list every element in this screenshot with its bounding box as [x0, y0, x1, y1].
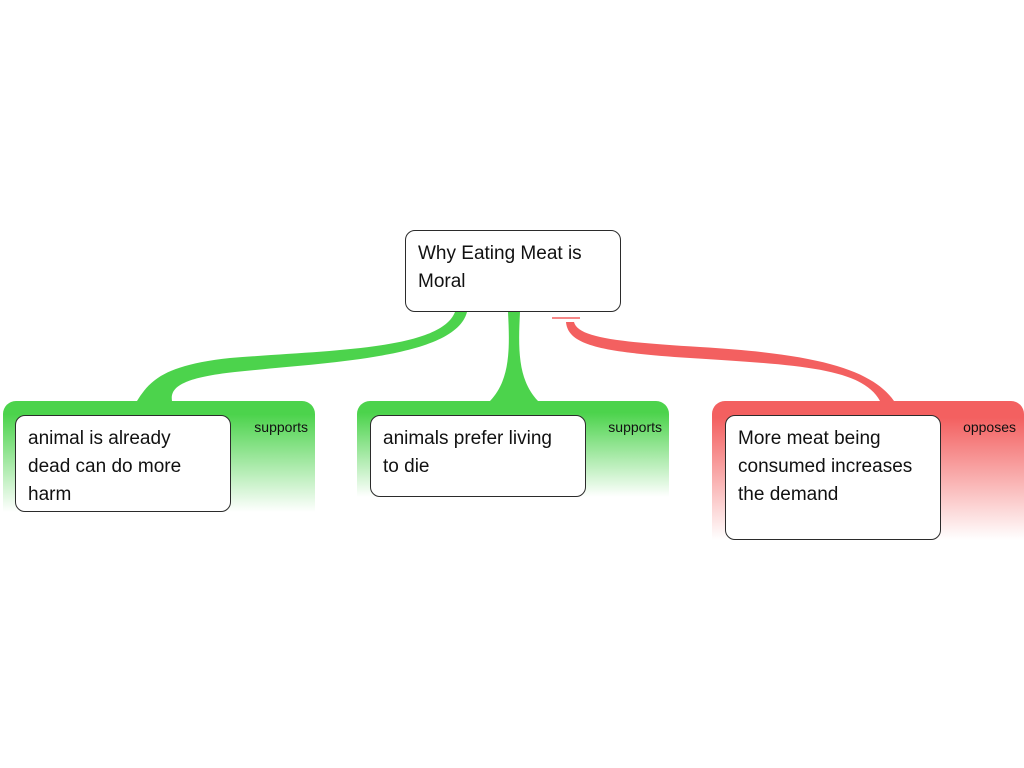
reason-1-node[interactable]: animal is already dead can do more harm [15, 415, 231, 512]
reason-2-node[interactable]: animals prefer living to die [370, 415, 586, 497]
connector-reason-3 [566, 322, 894, 401]
relation-label-reason-2: supports [608, 419, 662, 435]
connector-reason-2 [490, 312, 538, 401]
relation-label-reason-3: opposes [963, 419, 1016, 435]
root-claim[interactable]: Why Eating Meat is Moral [405, 230, 621, 312]
reason-3-node[interactable]: More meat being consumed increases the d… [725, 415, 941, 540]
connector-reason-1 [137, 312, 467, 401]
relation-label-reason-1: supports [254, 419, 308, 435]
